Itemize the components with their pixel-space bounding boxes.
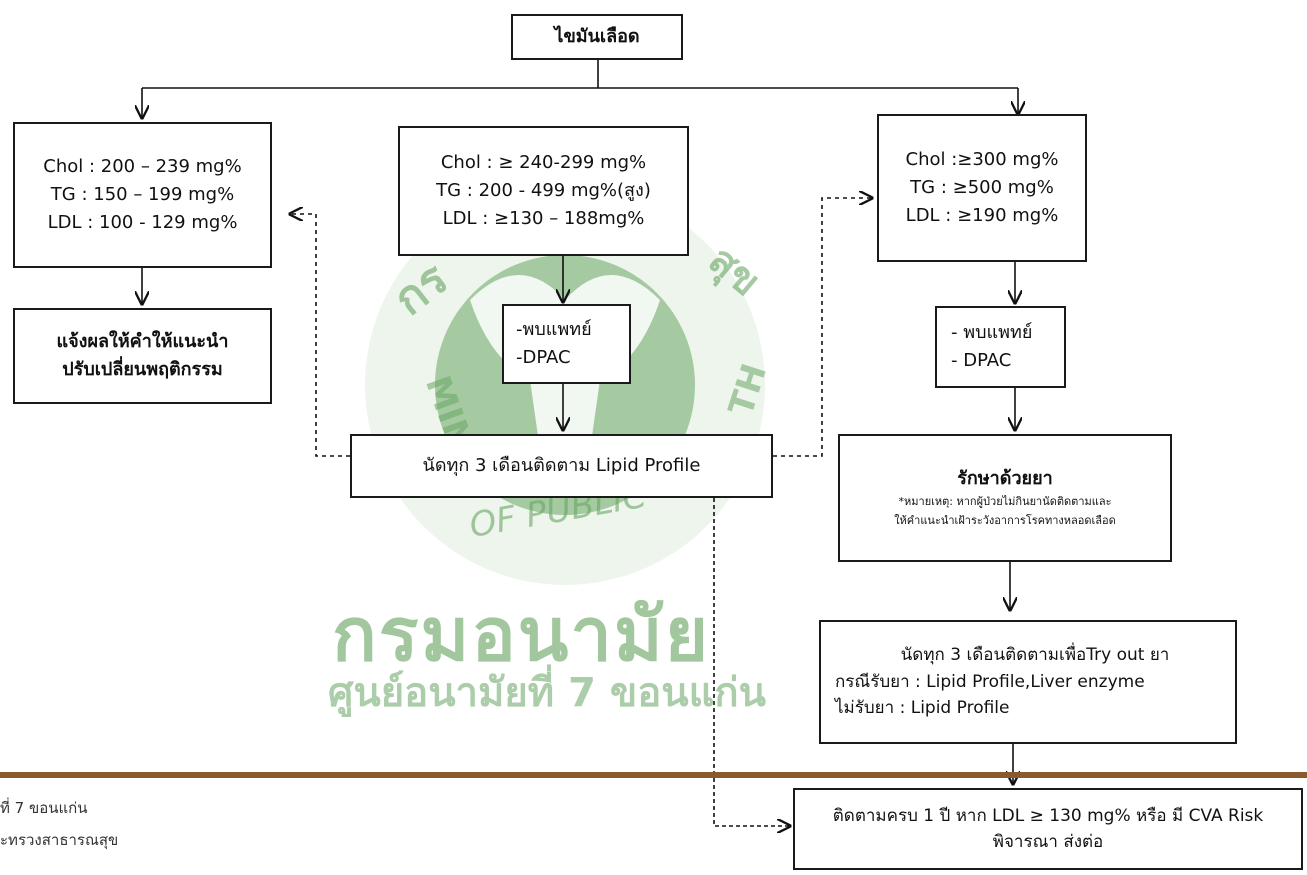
tryout-line1: นัดทุก 3 เดือนติดตามเพื่อTry out ยา <box>900 645 1170 666</box>
center-followup-label: นัดทุก 3 เดือนติดตาม Lipid Profile <box>422 455 701 477</box>
center-ldl: LDL : ≥130 – 188mg% <box>442 207 645 229</box>
box-blood-lipid: ไขมันเลือด <box>511 14 683 60</box>
box-right-action: - พบแพทย์ - DPAC <box>935 306 1066 388</box>
right-tg: TG : ≥500 mg% <box>910 177 1054 199</box>
treat-note-line2: ให้คำแนะนำเฝ้าระวังอาการโรคทางหลอดเลือด <box>894 513 1116 527</box>
right-chol: Chol :≥300 mg% <box>905 149 1059 171</box>
tryout-line2: กรณีรับยา : Lipid Profile,Liver enzyme <box>835 671 1145 692</box>
footer-line2: ะทรวงสาธารณสุข <box>0 831 119 849</box>
box-center-levels: Chol : ≥ 240-299 mg% TG : 200 - 499 mg%(… <box>398 126 689 256</box>
box-center-followup: นัดทุก 3 เดือนติดตาม Lipid Profile <box>350 434 773 498</box>
left-advice-line1: แจ้งผลให้คำให้แนะนำ <box>56 331 229 353</box>
footer-line1: ที่ 7 ขอนแก่น <box>0 799 88 817</box>
box-tryout-followup: นัดทุก 3 เดือนติดตามเพื่อTry out ยา กรณี… <box>819 620 1237 744</box>
treat-title: รักษาด้วยยา <box>957 468 1053 490</box>
tryout-line3: ไม่รับยา : Lipid Profile <box>835 698 1010 719</box>
box-left-levels: Chol : 200 – 239 mg% TG : 150 – 199 mg% … <box>13 122 272 268</box>
box-blood-lipid-label: ไขมันเลือด <box>554 26 640 48</box>
center-action-dpac: -DPAC <box>516 347 571 368</box>
left-chol: Chol : 200 – 239 mg% <box>43 156 242 178</box>
footer-divider <box>0 772 1307 778</box>
right-ldl: LDL : ≥190 mg% <box>905 204 1059 226</box>
treat-note-line1: *หมายเหตุ: หากผู้ป่วยไม่กินยานัดติดตามแล… <box>898 495 1112 509</box>
left-ldl: LDL : 100 - 129 mg% <box>47 211 238 233</box>
left-advice-line2: ปรับเปลี่ยนพฤติกรรม <box>62 359 223 380</box>
box-final-referral: ติดตามครบ 1 ปี หาก LDL ≥ 130 mg% หรือ มี… <box>793 788 1303 870</box>
center-action-doctor: -พบแพทย์ <box>516 319 592 341</box>
right-action-doctor: - พบแพทย์ <box>951 322 1033 344</box>
watermark-title: กรมอนามัย <box>332 592 711 678</box>
box-drug-treatment: รักษาด้วยยา *หมายเหตุ: หากผู้ป่วยไม่กินย… <box>838 434 1172 562</box>
left-tg: TG : 150 – 199 mg% <box>50 184 235 206</box>
center-tg: TG : 200 - 499 mg%(สูง) <box>436 180 651 202</box>
final-line1: ติดตามครบ 1 ปี หาก LDL ≥ 130 mg% หรือ มี… <box>832 805 1264 826</box>
right-action-dpac: - DPAC <box>951 350 1012 371</box>
center-chol: Chol : ≥ 240-299 mg% <box>440 152 647 174</box>
watermark-subtitle: ศูนย์อนามัยที่ 7 ขอนแก่น <box>328 670 766 716</box>
box-right-levels: Chol :≥300 mg% TG : ≥500 mg% LDL : ≥190 … <box>877 114 1087 262</box>
final-line2: พิจารณา ส่งต่อ <box>992 832 1104 852</box>
box-left-advice: แจ้งผลให้คำให้แนะนำ ปรับเปลี่ยนพฤติกรรม <box>13 308 272 404</box>
box-center-action: -พบแพทย์ -DPAC <box>502 304 631 384</box>
